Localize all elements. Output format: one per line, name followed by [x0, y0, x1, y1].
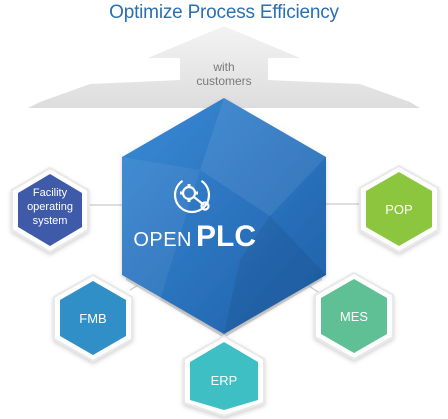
- erp-label: ERP: [211, 373, 238, 388]
- hex-node-fmb: [53, 273, 133, 363]
- facility-line2: operating: [27, 201, 73, 213]
- brand-plc-text: PLC: [196, 220, 256, 253]
- facility-line3: system: [33, 215, 68, 227]
- center-hexagon: [122, 98, 326, 334]
- gear-link-icon: [173, 176, 211, 214]
- arrow-text-line1: with: [213, 60, 235, 74]
- upward-arrow-shape: [28, 26, 420, 108]
- fmb-label: FMB: [79, 311, 106, 326]
- hex-node-erp: [183, 334, 265, 418]
- mes-label: MES: [340, 309, 369, 324]
- diagram-title: Optimize Process Efficiency: [109, 2, 339, 23]
- hex-node-pop: [359, 164, 439, 254]
- hex-node-facility: [11, 166, 89, 254]
- arrow-text-line2: customers: [196, 74, 252, 88]
- facility-line1: Facility: [33, 187, 68, 199]
- pop-label: POP: [385, 202, 412, 217]
- hex-node-mes: [314, 271, 394, 361]
- brand-open-text: OPEN: [133, 229, 192, 251]
